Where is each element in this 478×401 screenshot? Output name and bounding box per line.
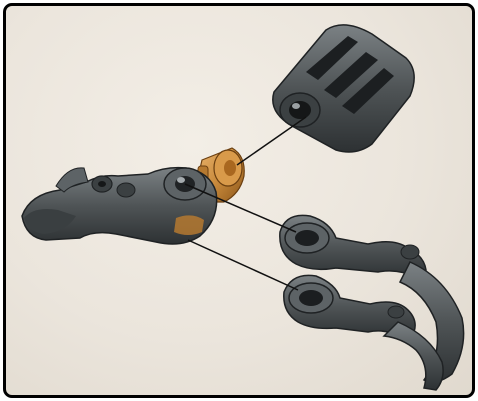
illustration-frame [3,3,475,398]
claw-piece-left-part [22,168,217,244]
assembly-illustration [6,6,472,395]
connector-sleeve-part [273,25,414,152]
guide-line-pin-to-sleeve [237,117,306,165]
